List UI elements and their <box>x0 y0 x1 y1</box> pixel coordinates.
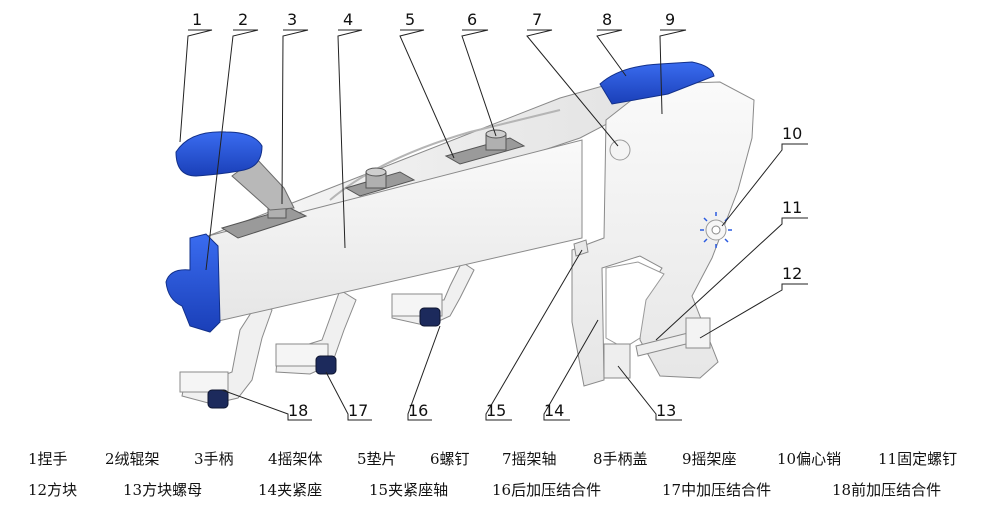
rear-pressing-assembly <box>391 261 475 327</box>
callout-7: 7 <box>532 10 542 29</box>
callout-17: 17 <box>348 401 368 420</box>
screw-mid <box>365 167 387 189</box>
callout-12: 12 <box>782 264 802 283</box>
clamp-seat-shaft <box>573 239 589 257</box>
legend-item: 10偏心销 <box>777 450 842 468</box>
front-pressing-assembly <box>179 301 273 409</box>
legend-item: 16后加压结合件 <box>492 481 602 499</box>
legend-item: 15夹紧座轴 <box>369 481 449 499</box>
legend-item: 8手柄盖 <box>593 450 648 468</box>
screw-rear <box>485 129 507 151</box>
legend-item: 6螺钉 <box>430 450 470 468</box>
legend-item: 13方块螺母 <box>123 481 203 499</box>
callout-2: 2 <box>238 10 248 29</box>
legend-row-1: 1捏手 2绒辊架 3手柄 4摇架体 5垫片 6螺钉 7摇架轴 8手柄盖 9摇架座… <box>0 448 997 472</box>
callout-16: 16 <box>408 401 428 420</box>
legend-item: 12方块 <box>28 481 78 499</box>
callout-3: 3 <box>287 10 297 29</box>
legend-item: 4摇架体 <box>268 450 323 468</box>
legend-item: 7摇架轴 <box>502 450 557 468</box>
callout-15: 15 <box>486 401 506 420</box>
callout-10: 10 <box>782 124 802 143</box>
square-block-nut <box>603 343 631 379</box>
callout-14: 14 <box>544 401 564 420</box>
legend-item: 14夹紧座 <box>258 481 323 499</box>
callout-18: 18 <box>288 401 308 420</box>
legend-item: 1捏手 <box>28 450 68 468</box>
callout-5: 5 <box>405 10 415 29</box>
legend-item: 2绒辊架 <box>105 450 160 468</box>
callout-13: 13 <box>656 401 676 420</box>
legend-item: 17中加压结合件 <box>662 481 772 499</box>
middle-pressing-assembly <box>275 289 357 375</box>
eccentric-pin <box>700 212 732 248</box>
callout-11: 11 <box>782 198 802 217</box>
legend-item: 5垫片 <box>357 450 397 468</box>
legend-item: 3手柄 <box>194 450 234 468</box>
rocker-shaft <box>609 139 631 161</box>
handle-cap <box>599 61 715 105</box>
legend-item: 9摇架座 <box>682 450 737 468</box>
legend-item: 18前加压结合件 <box>832 481 942 499</box>
rocker-arm-diagram: 1 2 3 4 5 6 7 8 9 10 11 12 13 14 15 16 1… <box>165 10 808 421</box>
leader-lines <box>179 29 808 421</box>
square-block <box>685 317 711 349</box>
fleece-roller-holder <box>165 233 221 333</box>
callout-4: 4 <box>343 10 353 29</box>
callout-9: 9 <box>665 10 675 29</box>
legend-item: 11固定螺钉 <box>878 450 958 468</box>
callout-1: 1 <box>192 10 202 29</box>
callout-numbers: 1 2 3 4 5 6 7 8 9 10 11 12 13 14 15 16 1… <box>192 10 802 420</box>
callout-6: 6 <box>467 10 477 29</box>
callout-8: 8 <box>602 10 612 29</box>
legend-row-2: 12方块 13方块螺母 14夹紧座 15夹紧座轴 16后加压结合件 17中加压结… <box>0 479 997 503</box>
